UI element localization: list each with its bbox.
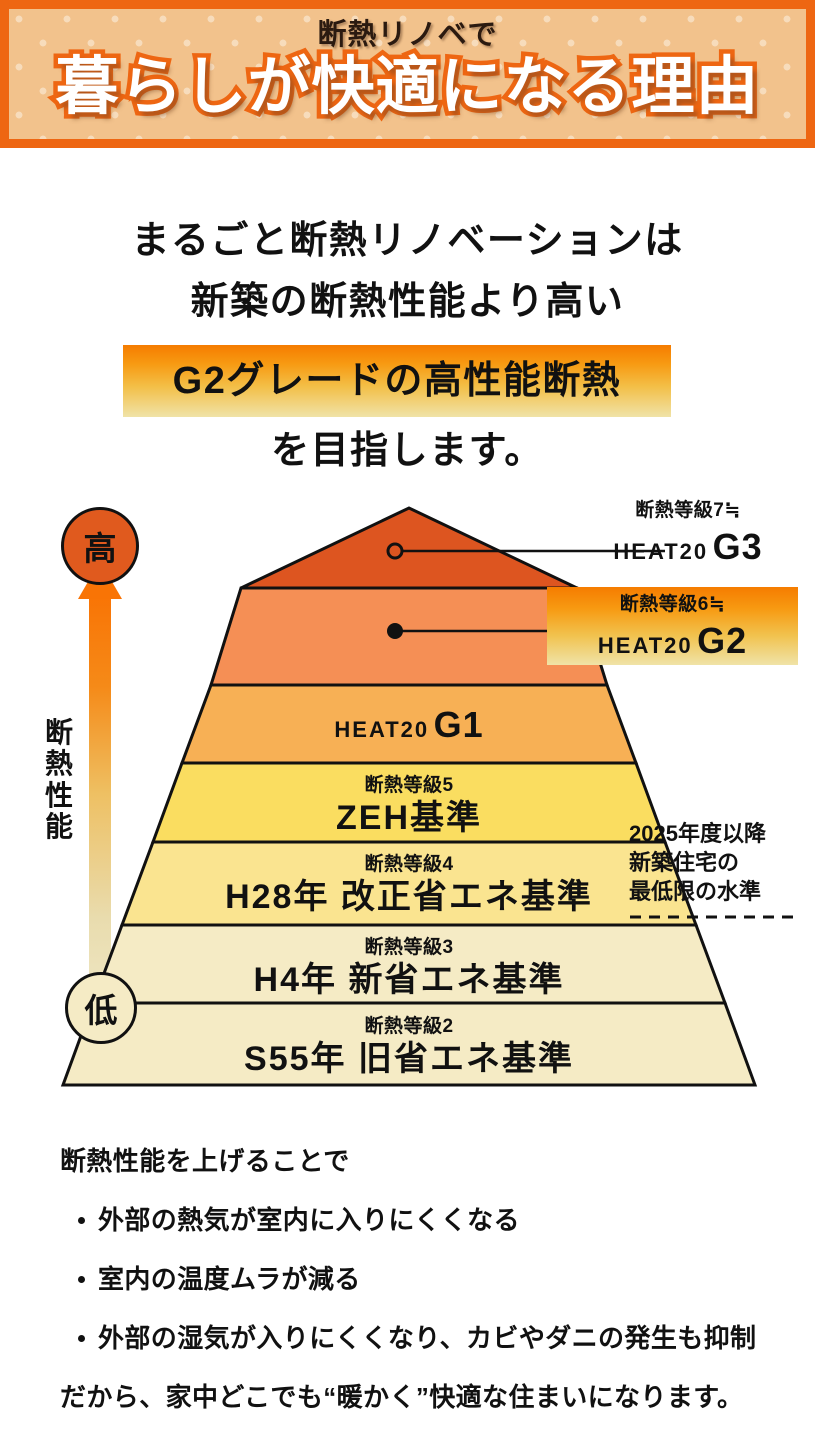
benefits-list-item: 外部の湿気が入りにくくなり、カビやダニの発生も抑制 xyxy=(78,1325,815,1351)
benefits-outro: だから、家中どこでも“暖かく”快適な住まいになります。 xyxy=(60,1382,744,1412)
callout-g2-grade: G2 xyxy=(697,620,748,661)
header-banner: 断熱リノベで 暮らしが快適になる理由 xyxy=(0,0,815,148)
bullet-dot-icon xyxy=(78,1275,85,1283)
g3-connector xyxy=(386,542,665,560)
benefits-list-item-text: 外部の湿気が入りにくくなり、カビやダニの発生も抑制 xyxy=(98,1323,757,1353)
min-standard-line-3: 最低限の水準 xyxy=(629,879,762,905)
min-standard-line-1: 2025年度以降 xyxy=(629,821,766,846)
bullet-dot-icon xyxy=(78,1216,85,1224)
min-standard-line-2: 新築住宅の xyxy=(629,850,740,876)
benefits-section: 断熱性能を上げることで 外部の熱気が室内に入りにくくなる 室内の温度ムラが減る … xyxy=(0,1148,815,1410)
lead-highlight-banner: G2グレードの高性能断熱 xyxy=(123,345,671,417)
header-title: 暮らしが快適になる理由 xyxy=(51,51,763,123)
pyramid-layer-g1 xyxy=(179,683,639,765)
callout-g2-brand: HEAT20 xyxy=(597,633,693,658)
benefits-list-item-text: 外部の熱気が室内に入りにくくなる xyxy=(98,1205,520,1235)
lead-line-2: 新築の断熱性能より高い xyxy=(190,281,625,323)
lead-highlight-text: G2グレードの高性能断熱 xyxy=(172,360,622,402)
benefits-list-item: 室内の温度ムラが減る xyxy=(78,1266,815,1292)
pyramid-layer-s55 xyxy=(60,1001,758,1087)
pyramid-layer-zeh xyxy=(150,761,668,844)
benefits-intro: 断熱性能を上げることで xyxy=(60,1146,350,1176)
callout-g3-brand: HEAT20 xyxy=(613,539,709,564)
pyramid-layer-h28 xyxy=(119,840,699,927)
callout-g3-name: HEAT20 G3 xyxy=(563,529,813,565)
lead-line-1: まるごと断熱リノベーションは xyxy=(131,220,684,262)
callout-g2-grade-label: 断熱等級6≒ xyxy=(619,594,726,615)
callout-g3-grade-label: 断熱等級7≒ xyxy=(635,500,741,521)
pyramid-layer-g3 xyxy=(240,506,578,590)
axis-high-marker: 高 xyxy=(61,507,139,585)
axis-vertical-label: 断熱性能 xyxy=(44,717,73,843)
lead-line-4: を目指します。 xyxy=(271,430,544,472)
callout-g2-name: HEAT20 G2 xyxy=(547,623,798,659)
benefits-list-item-text: 室内の温度ムラが減る xyxy=(98,1264,361,1294)
callout-g2: 断熱等級6≒ HEAT20 G2 xyxy=(547,587,798,665)
bullet-dot-icon xyxy=(78,1334,85,1342)
min-standard-annotation: 2025年度以降 新築住宅の 最低限の水準 xyxy=(629,819,804,906)
g2-connector xyxy=(387,623,552,639)
axis-low-marker: 低 xyxy=(65,972,137,1044)
callout-g3: 断熱等級7≒ HEAT20 G3 xyxy=(563,501,813,565)
header-banner-inner: 断熱リノベで 暮らしが快適になる理由 xyxy=(9,9,806,139)
callout-g3-grade: G3 xyxy=(712,526,763,567)
pyramid-layer-h4 xyxy=(90,923,728,1005)
insulation-grade-pyramid-diagram: 高 低 断熱性能 HEAT20 G1 断熱等級5 ZEH基準 断熱等級4 H28… xyxy=(0,495,815,1095)
benefits-list-item: 外部の熱気が室内に入りにくくなる xyxy=(78,1207,815,1233)
header-subtitle: 断熱リノベで xyxy=(317,19,498,51)
